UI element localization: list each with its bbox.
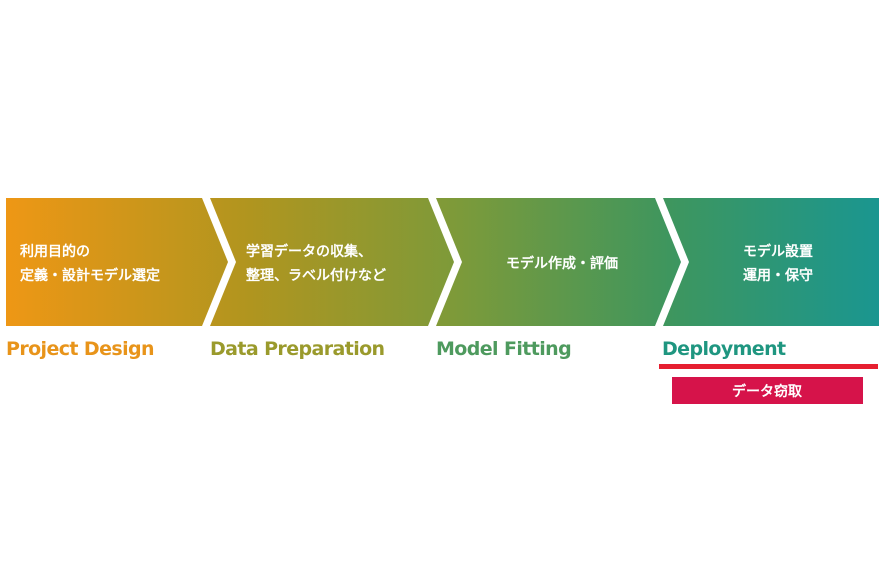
pipeline-band [6,198,879,326]
stage-arrow-deployment [663,198,879,326]
stage-description-line: モデル作成・評価 [506,255,618,272]
stage-description-line: 利用目的の [20,243,90,260]
stage-description-data-preparation: 学習データの収集、 [246,243,372,260]
stage-arrow-data-preparation [210,198,454,326]
stage-description-deployment: モデル設置 [743,243,813,260]
stage-description-model-fitting: モデル作成・評価 [506,255,618,272]
stage-label-model-fitting: Model Fitting [436,338,571,360]
threat-badge [672,377,863,404]
stage-description-line: 定義・設計モデル選定 [20,267,160,284]
stage-arrow-project-design [6,198,228,326]
stage-description-data-preparation: 整理、ラベル付けなど [245,267,386,284]
stage-arrow-model-fitting [436,198,681,326]
stage-description-line: 運用・保守 [743,267,813,284]
stage-label-deployment: Deployment [662,338,786,360]
stage-description-line: 整理、ラベル付けなど [245,267,386,284]
stage-label-data-preparation: Data Preparation [210,338,385,360]
stage-description-line: モデル設置 [743,243,813,260]
stage-description-deployment: 運用・保守 [743,267,813,284]
stage-label-project-design: Project Design [6,338,154,360]
threat-underline [659,364,878,369]
stage-description-line: 学習データの収集、 [246,243,372,260]
stage-description-project-design: 利用目的の [20,243,90,260]
stage-description-project-design: 定義・設計モデル選定 [20,267,160,284]
threat-badge-label: データ窃取 [732,383,803,400]
